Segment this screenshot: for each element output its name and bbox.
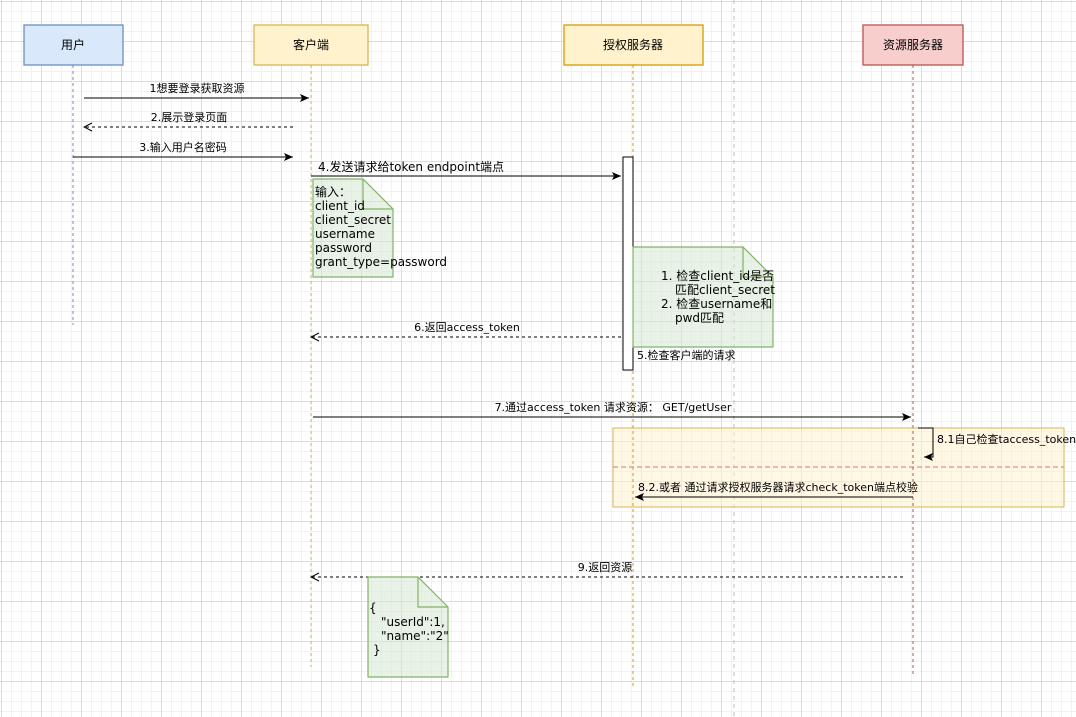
participant-auth[interactable]: 授权服务器 bbox=[563, 24, 704, 66]
alt-frame bbox=[612, 427, 1065, 508]
note-input: 输入： client_id client_secret username pas… bbox=[312, 178, 447, 278]
message-8-2-label: 8.2.或者 通过请求授权服务器请求check_token端点校验 bbox=[638, 480, 918, 494]
participant-user[interactable]: 用户 bbox=[23, 24, 124, 66]
message-9[interactable]: 9.返回资源 bbox=[311, 560, 903, 577]
message-3[interactable]: 3.输入用户名密码 bbox=[73, 140, 293, 161]
note-input-line-1: 输入： bbox=[315, 184, 351, 199]
message-9-label: 9.返回资源 bbox=[578, 560, 633, 574]
message-8-1-label: 8.1自己检查taccess_token bbox=[937, 432, 1076, 446]
message-1[interactable]: 1想要登录获取资源 bbox=[84, 81, 309, 102]
note-result-line-2: "userId":1, bbox=[381, 615, 445, 629]
note-result: { "userId":1, "name":"2" } bbox=[367, 576, 449, 678]
participant-user-label: 用户 bbox=[61, 37, 85, 52]
note-check-line-1: 1. 检查client_id是否 bbox=[661, 268, 774, 283]
note-check-line-2: 匹配client_secret bbox=[675, 283, 775, 297]
message-6-label: 6.返回access_token bbox=[414, 321, 520, 334]
note-input-line-3: client_secret bbox=[315, 213, 391, 227]
participant-client[interactable]: 客户端 bbox=[253, 24, 369, 66]
note-check-line-4: pwd匹配 bbox=[675, 311, 724, 325]
message-2[interactable]: 2.展示登录页面 bbox=[84, 110, 293, 127]
note-result-line-1: { bbox=[369, 601, 377, 615]
note-input-line-5: password bbox=[315, 241, 372, 255]
message-6[interactable]: 6.返回access_token bbox=[311, 321, 621, 337]
message-1-label: 1想要登录获取资源 bbox=[150, 81, 245, 95]
note-check-line-3: 2. 检查username和 bbox=[661, 296, 772, 311]
message-3-label: 3.输入用户名密码 bbox=[139, 140, 227, 154]
participant-resource-label: 资源服务器 bbox=[883, 37, 943, 52]
note-result-line-3: "name":"2" bbox=[381, 629, 449, 643]
message-8-2[interactable]: 8.2.或者 通过请求授权服务器请求check_token端点校验 bbox=[635, 480, 918, 501]
message-7[interactable]: 7.通过access_token 请求资源： GET/getUser bbox=[313, 400, 911, 421]
message-8-1[interactable]: 8.1自己检查taccess_token bbox=[918, 427, 1076, 461]
message-4[interactable]: 4.发送请求给token endpoint端点 bbox=[311, 159, 621, 180]
note-input-line-6: grant_type=password bbox=[315, 255, 447, 269]
note-result-line-4: } bbox=[373, 643, 381, 657]
message-7-label: 7.通过access_token 请求资源： GET/getUser bbox=[495, 400, 732, 414]
note-input-line-4: username bbox=[315, 227, 375, 241]
message-5-label: 5.检查客户端的请求 bbox=[637, 348, 736, 362]
participant-resource[interactable]: 资源服务器 bbox=[862, 24, 964, 66]
message-4-label: 4.发送请求给token endpoint端点 bbox=[318, 159, 504, 174]
participant-auth-label: 授权服务器 bbox=[603, 37, 663, 52]
note-check: 1. 检查client_id是否 匹配client_secret 2. 检查us… bbox=[632, 246, 775, 348]
message-2-label: 2.展示登录页面 bbox=[151, 110, 228, 124]
participant-client-label: 客户端 bbox=[293, 37, 329, 52]
activation-bar bbox=[622, 156, 634, 371]
note-input-line-2: client_id bbox=[315, 199, 365, 213]
